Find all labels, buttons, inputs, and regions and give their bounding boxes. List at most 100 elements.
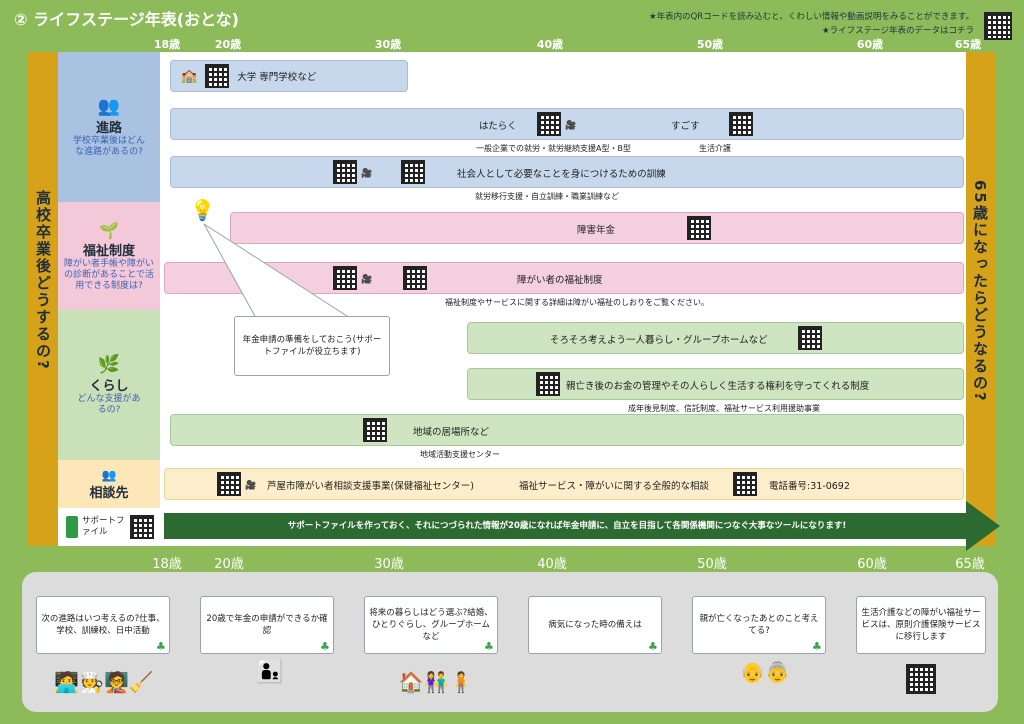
bar-label: 社会人として必要なことを身につけるための訓練 [457,169,666,180]
fukushiseido-sub: 福祉制度やサービスに関する詳細は障がい福祉のしおりをご覧ください。 [445,298,709,307]
page-title: ② ライフステージ年表(おとな) [14,10,239,29]
age-label-65: 65歳 [954,38,982,51]
age-label-50: 50歳 [696,38,724,51]
leaf-icon: ♣ [812,640,822,653]
leaf-icon: ♣ [156,640,166,653]
age-label-20: 20歳 [214,38,242,51]
hand-plant-icon: 🌱 [99,220,119,240]
age-label-50: 50歳 [697,557,727,572]
video-camera-icon: 🎥 [361,169,373,179]
lightbulb-icon: 💡 [190,198,215,222]
qr-code-icon[interactable] [798,326,822,350]
qr-code-icon[interactable] [729,112,753,136]
bar-label: はたらく [479,121,517,132]
data-note: ★ライフステージ年表のデータはコチラ [822,26,974,36]
category-sub: どんな支援があるの? [77,394,141,415]
bubble-kurashi: 将来の暮らしはどう選ぶ?結婚、ひとりぐらし、グループホームなど [364,596,498,654]
category-kurashi: 🌿 くらし どんな支援があるの? [58,310,160,460]
leaf-icon: ♣ [484,640,494,653]
sugosu-sub: 生活介護 [699,144,731,153]
qr-code-icon[interactable] [984,12,1012,40]
bubble-nenkin: 20歳で年金の申請ができるか確認 [200,596,334,654]
bar-label: 障害年金 [577,225,616,236]
video-camera-icon: 🎥 [245,481,257,491]
category-name: くらし [89,379,129,394]
leaf-icon: ♣ [320,640,330,653]
age-label-30: 30歳 [374,557,404,572]
bar-shinbougo: 親亡き後のお金の管理やその人らしく生活する権利を守ってくれる制度 [467,368,964,400]
qr-code-icon[interactable] [536,372,560,396]
hataraku-sub: 一般企業での就労・就労継続支援A型・B型 [476,144,631,153]
age-label-18: 18歳 [152,557,182,572]
school-icon: 🏫 [181,68,198,84]
qr-code-icon[interactable] [401,160,425,184]
qr-code-icon[interactable] [217,472,241,496]
qr-note: ★年表内のQRコードを読み込むと、くわしい情報や動画説明をみることができます。 [648,12,974,22]
family-illustration: 👨‍👦 [256,660,284,685]
bar-daigaku: 🏫 大学 専門学校など [170,60,408,92]
bar-kunren: 🎥 社会人として必要なことを身につけるための訓練 [170,156,964,188]
qr-code-icon[interactable] [403,266,427,290]
bar-label: 親亡き後のお金の管理やその人らしく生活する権利を守ってくれる制度 [566,381,870,392]
bar-label: そろそろ考えよう一人暮らし・グループホームなど [550,335,768,346]
qr-code-icon[interactable] [205,64,230,88]
work-illustration: 🧑‍💻🧑‍🍳🧑‍🏫🧹 [54,670,154,694]
bar-hataraku: はたらく 🎥 すごす [170,108,964,140]
left-question: 高校卒業後どうするの? [34,190,52,371]
qr-code-icon[interactable] [363,418,387,442]
category-shinro: 👥 進路 学校卒業後はどんな進路があるの? [58,52,160,202]
age-label-65: 65歳 [955,557,985,572]
age-label-18: 18歳 [153,38,181,51]
qr-code-icon[interactable] [733,472,757,496]
bubble-byouki: 病気になった時の備えは [528,596,662,654]
bar-label: 福祉サービス・障がいに関する全般的な相談 [519,481,710,492]
file-icon [66,516,78,538]
phone-number: 電話番号:31-0692 [769,481,850,492]
qr-code-icon[interactable] [537,112,561,136]
support-file-label: サポートファイル [82,516,125,537]
nenkin-callout: 年金申請の準備をしておこう(サポートファイルが役立ちます) [234,316,390,376]
bar-soudan: 🎥 芦屋市障がい者相談支援事業(保健福祉センター) 福祉サービス・障がいに関する… [164,468,964,500]
qr-code-icon[interactable] [687,216,711,240]
leaf-icon: ♣ [648,640,658,653]
bar-ibasho: 地域の居場所など [170,414,964,446]
age-label-60: 60歳 [856,38,884,51]
bar-nenkin: 障害年金 [230,212,964,244]
category-sub: 学校卒業後はどんな進路があるの? [72,136,145,157]
video-camera-icon: 🎥 [361,275,373,285]
bar-hitorigurashi: そろそろ考えよう一人暮らし・グループホームなど [467,322,964,354]
category-fukushi: 🌱 福祉制度 障がい者手帳や障がいの診断があることで活用できる制度は? [58,202,160,310]
video-camera-icon: 🎥 [565,121,577,131]
left-band [28,52,58,546]
kunren-sub: 就労移行支援・自立訓練・職業訓練など [475,192,619,201]
qr-code-icon[interactable] [906,664,936,694]
right-band [966,52,996,546]
bubble-oya: 親が亡くなったあとのこと考えてる? [692,596,826,654]
leaf-icon: 🌿 [97,354,121,375]
age-label-40: 40歳 [536,38,564,51]
bar-label: 芦屋市障がい者相談支援事業(保健福祉センター) [267,481,474,492]
bottom-panel [22,572,998,712]
arrow-head [966,501,1000,551]
category-name: 福祉制度 [82,243,135,259]
right-question: 65歳になったらどうなるの? [971,180,989,403]
age-label-30: 30歳 [374,38,402,51]
category-name: 進路 [95,121,122,136]
qr-code-icon[interactable] [333,160,357,184]
qr-code-icon[interactable] [333,266,357,290]
category-soudan: 👥 相談先 [58,460,160,508]
parents-illustration: 👴👵 [740,660,790,684]
bar-label: 障がい者の福祉制度 [517,275,603,286]
age-label-40: 40歳 [537,557,567,572]
age-label-60: 60歳 [857,557,887,572]
bar-label: 大学 専門学校など [237,72,317,83]
qr-code-icon[interactable] [130,515,154,539]
ibasho-sub: 地域活動支援センター [420,450,500,459]
living-illustration: 🏠👫🧍 [398,670,474,694]
bar-label: 地域の居場所など [413,427,490,438]
bar-fukushiseido: 🎥 障がい者の福祉制度 [164,262,964,294]
shinbougo-sub: 成年後見制度、信託制度、福祉サービス利用援助事業 [628,404,820,413]
bubble-kaigo: 生活介護などの障がい福祉サービスは、原則介護保険サービスに移行します [856,596,986,654]
consult-icon: 👥 [101,467,117,482]
support-arrow [164,513,970,539]
